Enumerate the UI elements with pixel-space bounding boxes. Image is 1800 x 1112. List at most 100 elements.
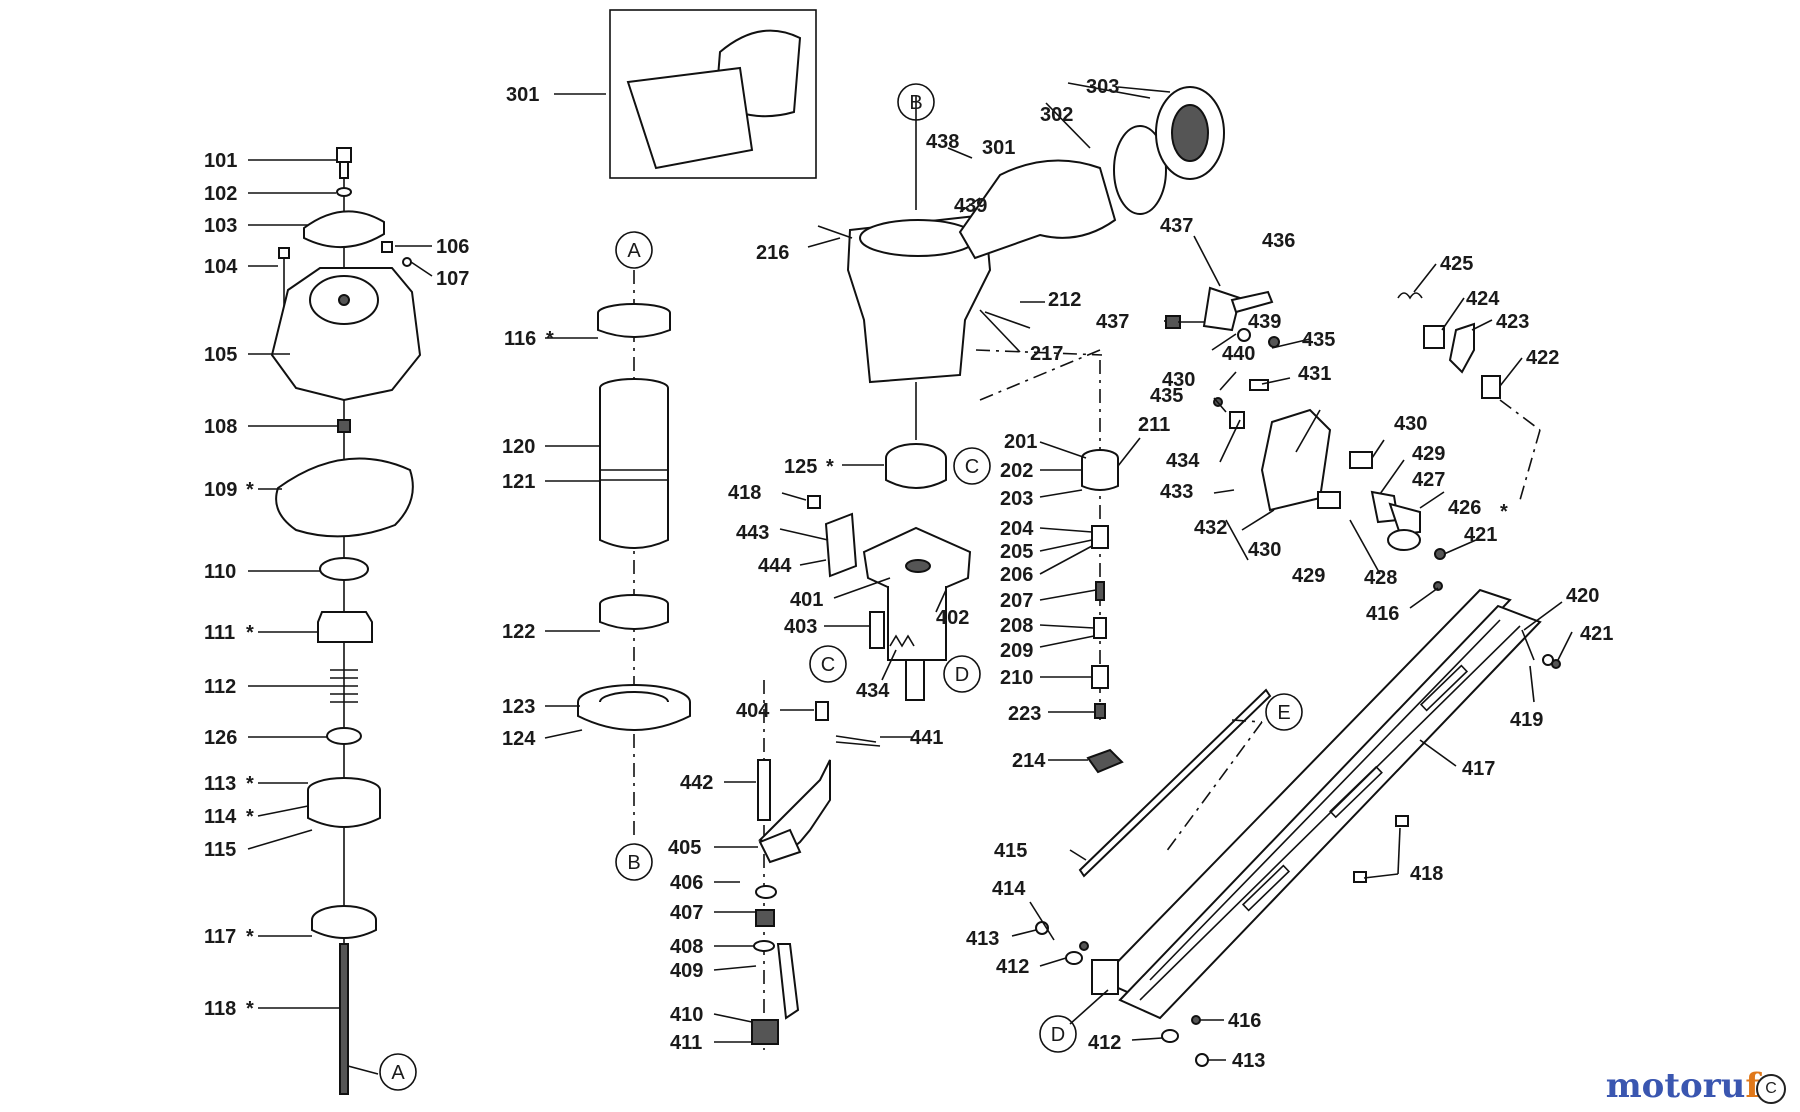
part-label-201: 201 [1004,431,1037,453]
part-label-217: 217 [1030,343,1063,365]
part-label-435-top: 435 [1302,329,1335,351]
center-leader-lines [779,82,1171,761]
part-label-413-left: 413 [966,928,999,950]
part-label-407: 407 [670,902,703,924]
part-label-433: 433 [1160,481,1193,503]
part-label-430-mid: 430 [1394,413,1427,435]
part-label-115: 115 [204,839,236,861]
part-labels-left: 101 102 103 104 105 106 107 108 109 * 11… [204,150,469,1020]
handle-inset-box [554,9,817,179]
part-label-419: 419 [1510,709,1543,731]
part-label-125: 125 [784,456,817,478]
part-label-437-top: 437 [1160,215,1193,237]
part-label-429: 429 [1292,565,1325,587]
part-label-405: 405 [668,837,701,859]
part-label-223: 223 [1008,703,1041,725]
part-label-106: 106 [436,236,469,258]
left-column-assembly [270,147,422,1095]
part-label-117: 117 [204,926,236,948]
part-label-210: 210 [1000,667,1033,689]
part-label-112: 112 [204,676,236,698]
part-label-113: 113 [204,773,236,795]
star-109: * [246,479,254,501]
trigger-leader-lines [713,709,912,1043]
part-label-418: 418 [728,482,761,504]
part-label-124: 124 [502,728,536,750]
part-label-120: 120 [502,436,535,458]
part-label-430-top: 430 [1162,369,1195,391]
part-label-423: 423 [1496,311,1529,333]
callout-c-trigger: C [821,654,835,676]
part-label-444: 444 [758,555,792,577]
part-label-108: 108 [204,416,237,438]
part-labels-right: 437 436 437 439 440 435 430 431 435 434 … [966,215,1613,1072]
callout-letters: A A B B C C D D E [391,92,1290,1084]
callout-c-body: C [965,456,979,478]
star-111: * [246,622,254,644]
part-label-412: 412 [1088,1032,1121,1054]
star-113: * [246,773,254,795]
part-label-126: 126 [204,727,237,749]
part-label-212: 212 [1048,289,1081,311]
callout-e: E [1277,702,1290,724]
star-117: * [246,926,254,948]
part-label-442: 442 [680,772,713,794]
part-label-409: 409 [670,960,703,982]
part-label-416: 416 [1228,1010,1261,1032]
part-label-439-right: 439 [1248,311,1281,333]
part-label-102: 102 [204,183,237,205]
callout-circles [379,231,1303,1091]
corner-copyright-mark: C [1756,1074,1786,1104]
part-label-205: 205 [1000,541,1033,563]
part-label-427: 427 [1412,469,1445,491]
part-label-404: 404 [736,700,770,722]
part-label-121: 121 [502,471,535,493]
part-label-101: 101 [204,150,237,172]
part-label-104: 104 [204,256,238,278]
part-label-403: 403 [784,616,817,638]
part-label-424: 424 [1466,288,1500,310]
part-label-414: 414 [992,878,1026,900]
part-label-426: 426 [1448,497,1481,519]
part-label-432: 432 [1194,517,1227,539]
right-leader-lines [1164,235,1523,575]
callout-b-cylinder: B [627,852,640,874]
trigger-assembly [751,680,881,1050]
safety-linkage [1165,286,1541,551]
part-label-203: 203 [1000,488,1033,510]
part-label-207: 207 [1000,590,1033,612]
part-label-435: 435 [1150,385,1183,407]
magazine-leader-lines [1011,539,1573,1061]
watermark-text-accent: f [1745,1066,1760,1106]
star-125: * [826,456,834,478]
part-label-401: 401 [790,589,823,611]
part-label-439: 439 [954,195,987,217]
part-label-211: 211 [1138,414,1170,436]
part-labels-cylinder: 116 * 120 121 122 123 124 [502,328,554,750]
star-118: * [246,998,254,1020]
part-label-411: 411 [670,1032,702,1054]
part-label-208: 208 [1000,615,1033,637]
part-label-105: 105 [204,344,237,366]
part-label-206: 206 [1000,564,1033,586]
callout-a-bottom-left: A [391,1062,405,1084]
part-label-123: 123 [502,696,535,718]
part-label-428: 428 [1364,567,1397,589]
part-label-301: 301 [982,137,1015,159]
part-label-417: 417 [1462,758,1495,780]
part-label-412-left: 412 [996,956,1029,978]
callout-a-cylinder: A [627,240,641,262]
part-label-301-inset: 301 [506,84,539,106]
part-label-408: 408 [670,936,703,958]
part-label-204: 204 [1000,518,1034,540]
star-114: * [246,806,254,828]
part-label-209: 209 [1000,640,1033,662]
part-label-103: 103 [204,215,237,237]
part-label-443: 443 [736,522,769,544]
part-label-111: 111 [204,622,235,644]
part-label-420: 420 [1566,585,1599,607]
part-label-421-top: 421 [1464,524,1497,546]
part-label-418: 418 [1410,863,1443,885]
